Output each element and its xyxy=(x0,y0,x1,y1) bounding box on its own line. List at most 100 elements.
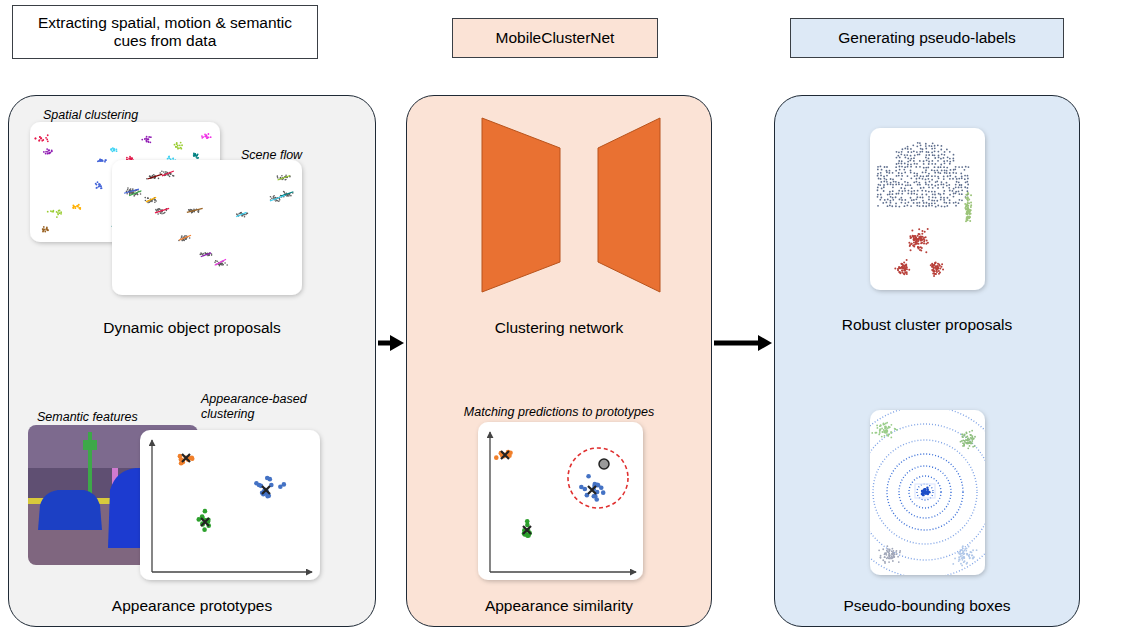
car-point xyxy=(949,202,951,204)
car-point xyxy=(961,193,963,195)
lidar-point xyxy=(969,431,971,433)
car-point xyxy=(880,181,882,183)
flow-point xyxy=(133,195,135,197)
car-point xyxy=(958,191,960,193)
car-point xyxy=(931,191,933,193)
lidar-point xyxy=(970,437,972,439)
cluster-point xyxy=(105,159,107,161)
car-point xyxy=(926,159,928,161)
lidar-point xyxy=(883,424,885,426)
car-point xyxy=(910,197,912,199)
car-point xyxy=(892,184,894,186)
car-point xyxy=(897,155,899,157)
car-point xyxy=(919,151,921,153)
car-point xyxy=(949,194,951,196)
car-point xyxy=(880,172,882,174)
flow-point xyxy=(226,264,228,266)
lidar-point xyxy=(892,554,894,556)
cluster-point xyxy=(45,153,47,155)
car-point xyxy=(953,169,955,171)
cyclist-point xyxy=(918,247,920,249)
car-point xyxy=(934,202,936,204)
lidar-point xyxy=(961,549,963,551)
pedestrian-point xyxy=(966,211,968,213)
car-point xyxy=(928,145,930,147)
car-point xyxy=(916,202,918,204)
car-point xyxy=(940,184,942,186)
cyclist-point xyxy=(906,271,908,273)
car-point xyxy=(934,175,936,177)
lidar-point xyxy=(876,425,878,427)
car-point xyxy=(879,184,881,186)
car-point xyxy=(927,175,929,177)
lidar-point xyxy=(961,434,963,436)
car-point xyxy=(884,178,886,180)
car-point xyxy=(921,194,923,196)
cluster-point xyxy=(43,151,45,153)
cyclist-point xyxy=(904,268,906,270)
cyclist-point xyxy=(919,249,921,251)
cluster-point xyxy=(176,143,178,145)
flow-point xyxy=(131,192,133,194)
lidar-point xyxy=(874,432,876,434)
car-point xyxy=(943,154,945,156)
flow-point xyxy=(127,189,129,191)
car-point xyxy=(910,172,912,174)
lidar-point xyxy=(958,556,960,558)
cyclist-point xyxy=(920,239,922,241)
car-point xyxy=(911,193,913,195)
text-slot: Spatial clustering xyxy=(43,105,138,123)
flow-point xyxy=(130,189,132,191)
car-point xyxy=(961,199,963,201)
cluster-point xyxy=(102,160,104,162)
lidar-point xyxy=(952,563,954,565)
lidar-point xyxy=(964,442,966,444)
lidar-point xyxy=(969,441,971,443)
cluster-point xyxy=(110,149,112,151)
car-point xyxy=(938,193,940,195)
car-point xyxy=(909,160,911,162)
cluster-point xyxy=(141,139,143,141)
lidar-point xyxy=(893,556,895,558)
lidar-point xyxy=(964,440,966,442)
cyclist-point xyxy=(917,238,919,240)
lidar-point xyxy=(971,555,973,557)
flow-point xyxy=(154,199,156,201)
car-point xyxy=(942,187,944,189)
flow-point xyxy=(144,197,146,199)
car-point xyxy=(919,184,921,186)
car-point xyxy=(955,186,957,188)
flow-point xyxy=(277,200,279,202)
caption-text: Appearance prototypes xyxy=(112,597,272,615)
lidar-point xyxy=(886,422,888,424)
lidar-point xyxy=(974,436,976,438)
lidar-point xyxy=(886,430,888,432)
car-point xyxy=(925,194,927,196)
car-point xyxy=(937,172,939,174)
car-point xyxy=(960,172,962,174)
cluster-point xyxy=(96,187,98,189)
car-point xyxy=(943,184,945,186)
lidar-point xyxy=(924,492,926,494)
car-point xyxy=(901,160,903,162)
cyclist-point xyxy=(913,235,915,237)
pedestrian-point xyxy=(967,217,969,219)
flow-vector xyxy=(146,197,156,202)
flow-point xyxy=(127,187,129,189)
pedestrian-point xyxy=(969,216,971,218)
lidar-ring xyxy=(899,466,951,518)
lidar-point xyxy=(893,556,895,558)
car-point xyxy=(908,201,910,203)
lidar-point xyxy=(891,548,893,550)
cyclist-point xyxy=(904,265,906,267)
car-point xyxy=(898,206,900,208)
car-point xyxy=(889,191,891,193)
car-point xyxy=(883,186,885,188)
flow-point xyxy=(285,179,287,181)
cluster-point xyxy=(146,138,148,140)
car-point xyxy=(955,166,957,168)
car-point xyxy=(939,194,941,196)
caption-text: Appearance similarity xyxy=(485,597,633,615)
car-point xyxy=(928,191,930,193)
car-point xyxy=(947,175,949,177)
